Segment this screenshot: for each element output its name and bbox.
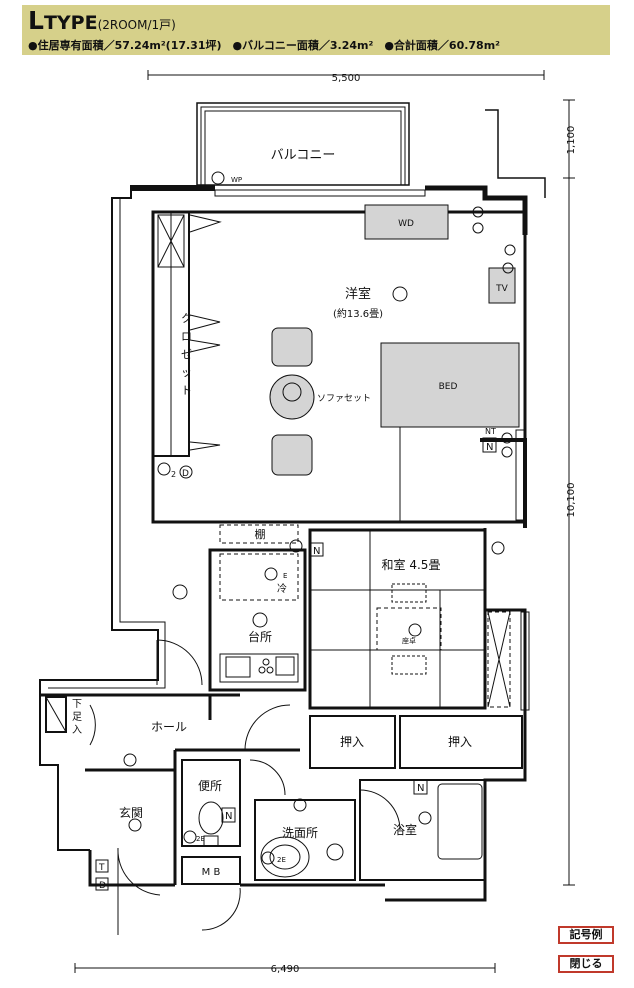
- wd-label: WD: [398, 219, 414, 229]
- hall-label: ホール: [151, 720, 187, 734]
- tv-label: TV: [495, 284, 508, 294]
- legend-button[interactable]: 記号例: [558, 926, 614, 944]
- door-arc-kitchen: [156, 639, 203, 686]
- type-title: LTYPE(2ROOM/1戸): [28, 7, 176, 39]
- washitsu-room: [308, 528, 487, 710]
- tv-space: [488, 267, 516, 304]
- oshiire-left: [309, 715, 396, 769]
- shelf-label: 棚: [255, 527, 266, 541]
- oshiire-left-label: 押入: [340, 735, 364, 749]
- sofa-bottom: [271, 434, 313, 476]
- type-letter: L: [28, 6, 44, 35]
- shoe-char-1: 下: [72, 699, 82, 710]
- bed-label: BED: [439, 382, 458, 392]
- oshiire-right-label: 押入: [448, 735, 472, 749]
- kitchen-label: 台所: [248, 629, 272, 644]
- washroom: [254, 799, 356, 881]
- close-button[interactable]: 閉じる: [558, 955, 614, 973]
- closet-char-4: ッ: [181, 366, 192, 379]
- bed: [380, 342, 520, 428]
- balcony-door[interactable]: [214, 189, 426, 197]
- washitsu-label: 和室 4.5畳: [382, 557, 441, 572]
- western-label: 洋室: [345, 286, 371, 302]
- washroom-label: 洗面所: [282, 826, 318, 840]
- mb-box: [181, 856, 241, 885]
- wp-label: WP: [231, 176, 242, 184]
- mb-label: M B: [202, 867, 221, 878]
- type-header: LTYPE(2ROOM/1戸) ●住居専有面積／57.24m²(17.31坪) …: [22, 5, 610, 55]
- zataku-label: 座卓: [402, 636, 416, 645]
- area-specs: ●住居専有面積／57.24m²(17.31坪) ●バルコニー面積／3.24m² …: [28, 39, 500, 52]
- nt-label: NT: [485, 427, 496, 436]
- fridge-label: 冷: [277, 582, 287, 595]
- n-label-western: N: [486, 442, 493, 453]
- toilet-room: [181, 759, 241, 847]
- balcony-label: バルコニー: [271, 148, 336, 163]
- sofa-label: ソファセット: [317, 393, 371, 404]
- n-label-washitsu: N: [313, 546, 320, 557]
- e-label-fridge: E: [283, 572, 287, 580]
- closet-char-2: ロ: [181, 330, 192, 343]
- wash-basin: [260, 836, 310, 878]
- shoe-char-2: 足: [72, 711, 82, 723]
- kitchen: [208, 548, 307, 692]
- genkan-label: 玄関: [119, 805, 143, 820]
- closet-char-1: ク: [181, 312, 192, 325]
- zataku: [376, 607, 442, 651]
- shoe-char-3: 入: [72, 725, 82, 736]
- shelf: [219, 524, 299, 544]
- toilet-label: 便所: [198, 779, 222, 793]
- type-subtitle: (2ROOM/1戸): [97, 18, 176, 32]
- outlet-2-closet: 2: [171, 470, 176, 479]
- window-right-upper: [515, 429, 527, 521]
- dim-top-label: 5,500: [332, 73, 361, 84]
- 2e-label-washroom: 2E: [277, 856, 286, 864]
- n-label-bath: N: [417, 783, 424, 794]
- oshiire-right: [399, 715, 523, 769]
- closet-char-3: ゼ: [181, 348, 192, 361]
- t-label: T: [98, 863, 105, 873]
- washer-dryer: [364, 204, 449, 240]
- dim-right-total-label: 10,100: [566, 483, 577, 518]
- dim-bottom-label: 6,490: [271, 964, 300, 975]
- ceiling-light: [392, 286, 408, 302]
- dim-right-balcony-label: 1,100: [566, 126, 577, 155]
- d-label-closet: D: [182, 469, 189, 479]
- balcony-area: [196, 102, 410, 186]
- 2e-label-toilet: 2E: [196, 835, 205, 843]
- type-word: TYPE: [43, 12, 98, 34]
- n-label-toilet: N: [225, 811, 232, 822]
- window-right-lower: [520, 611, 530, 711]
- sofa-table: [269, 374, 315, 420]
- western-size-label: (約13.6畳): [333, 307, 383, 320]
- sofa-top: [271, 327, 313, 367]
- d-label-entrance: D: [99, 881, 106, 891]
- bath-label: 浴室: [393, 822, 417, 837]
- bathtub: [437, 783, 483, 860]
- closet-char-5: ト: [181, 384, 192, 397]
